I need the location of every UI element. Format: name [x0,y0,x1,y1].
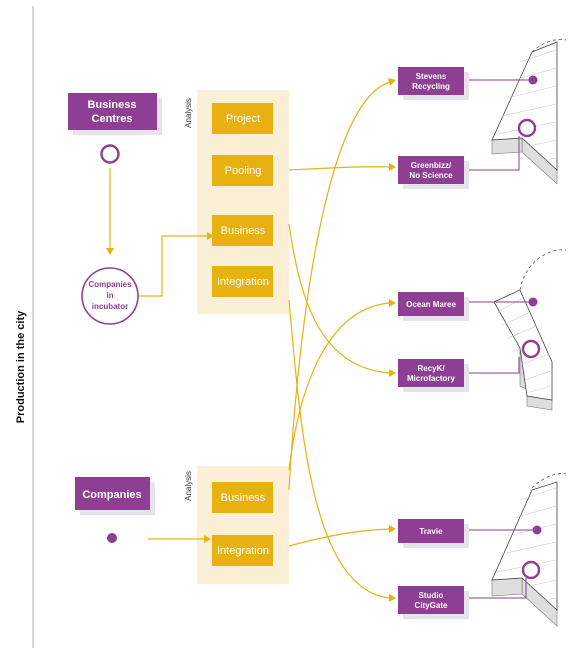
dest-recyk-microfactory: RecyK/ Microfactory [398,359,469,392]
analysis-box-integration-bottom: Integration [212,535,273,566]
building-middle [493,249,567,411]
incubator-line3: incubator [92,302,128,311]
incubator-line2: in [106,291,113,300]
flow-arrowhead [389,594,396,602]
flow-integration-to-citygate [288,299,391,599]
citygate-marker-ring-icon [521,560,541,580]
companies-dot-icon [107,533,117,543]
flow-arrowhead [106,248,114,255]
recyk-line2: Microfactory [407,374,456,383]
flow-pooling-to-greenbizz [288,166,391,171]
analysis-box-project: Project [212,103,273,134]
travie-marker-dot-icon [532,525,542,535]
analysis-box-integration-top: Integration [212,266,273,297]
incubator-node: Companies in incubator [81,267,139,325]
flow-arrowhead [388,78,396,86]
building-bottom [491,473,567,627]
greenbizz-marker-ring-icon [517,118,537,138]
citygate-line2: CityGate [415,601,448,610]
incubator-line1: Companies [88,280,132,289]
citygate-line1: Studio [419,591,444,600]
business-centres-ring-icon [100,144,120,164]
recyk-line1: RecyK/ [417,364,445,373]
business-centres-line1: Business [88,99,137,111]
recyk-marker-ring-icon [521,339,541,359]
stevens-line2: Recycling [412,82,450,91]
stevens-marker-dot-icon [528,75,538,85]
analysis-box-pooling: Pooling [212,155,273,186]
dest-travie: Travie [398,519,469,548]
flow-arrowhead [389,525,396,533]
flow-arrowhead [389,369,396,377]
analysis-label-top: Analysis [184,98,193,128]
flow-arrowhead [204,535,211,543]
tie-lines [466,79,537,599]
greenbizz-line1: Greenbizz/ [411,161,452,170]
dest-greenbizz: Greenbizz/ No Science [398,156,469,189]
analysis-business-bottom-label: Business [221,492,266,504]
dest-studio-citygate: Studio CityGate [398,586,469,619]
dest-ocean-maree: Ocean Maree [398,292,469,321]
analysis-business-top-label: Business [221,225,266,237]
analysis-integration-bottom-label: Integration [217,545,269,557]
analysis-box-business-top: Business [212,215,273,246]
side-title: Production in the city [15,310,27,423]
flow-business-to-ocean [288,302,391,471]
flow-business-to-recyk [288,223,391,374]
flow-arrowhead [389,163,396,171]
greenbizz-line2: No Science [409,171,453,180]
building-top [491,38,567,185]
analysis-pooling-label: Pooling [225,165,262,177]
flow-arrowhead [207,232,214,240]
flow-arrowhead [389,299,396,307]
flow-business-to-stevens [288,81,391,491]
ocean-line1: Ocean Maree [406,300,456,309]
companies-label: Companies [82,489,141,501]
travie-line1: Travie [419,527,443,536]
analysis-project-label: Project [226,113,260,125]
analysis-box-business-bottom: Business [212,482,273,513]
stevens-line1: Stevens [416,72,447,81]
ocean-marker-dot-icon [528,297,538,307]
analysis-integration-top-label: Integration [217,276,269,288]
analysis-label-bottom: Analysis [184,471,193,501]
flow-incubator-to-business [138,235,208,297]
business-centres-box: Business Centres [68,93,162,135]
flow-lines [106,78,396,602]
dest-stevens-recycling: Stevens Recycling [398,67,469,100]
companies-box: Companies [75,477,155,515]
business-centres-line2: Centres [92,113,133,125]
flow-integration-to-travie [288,528,391,547]
